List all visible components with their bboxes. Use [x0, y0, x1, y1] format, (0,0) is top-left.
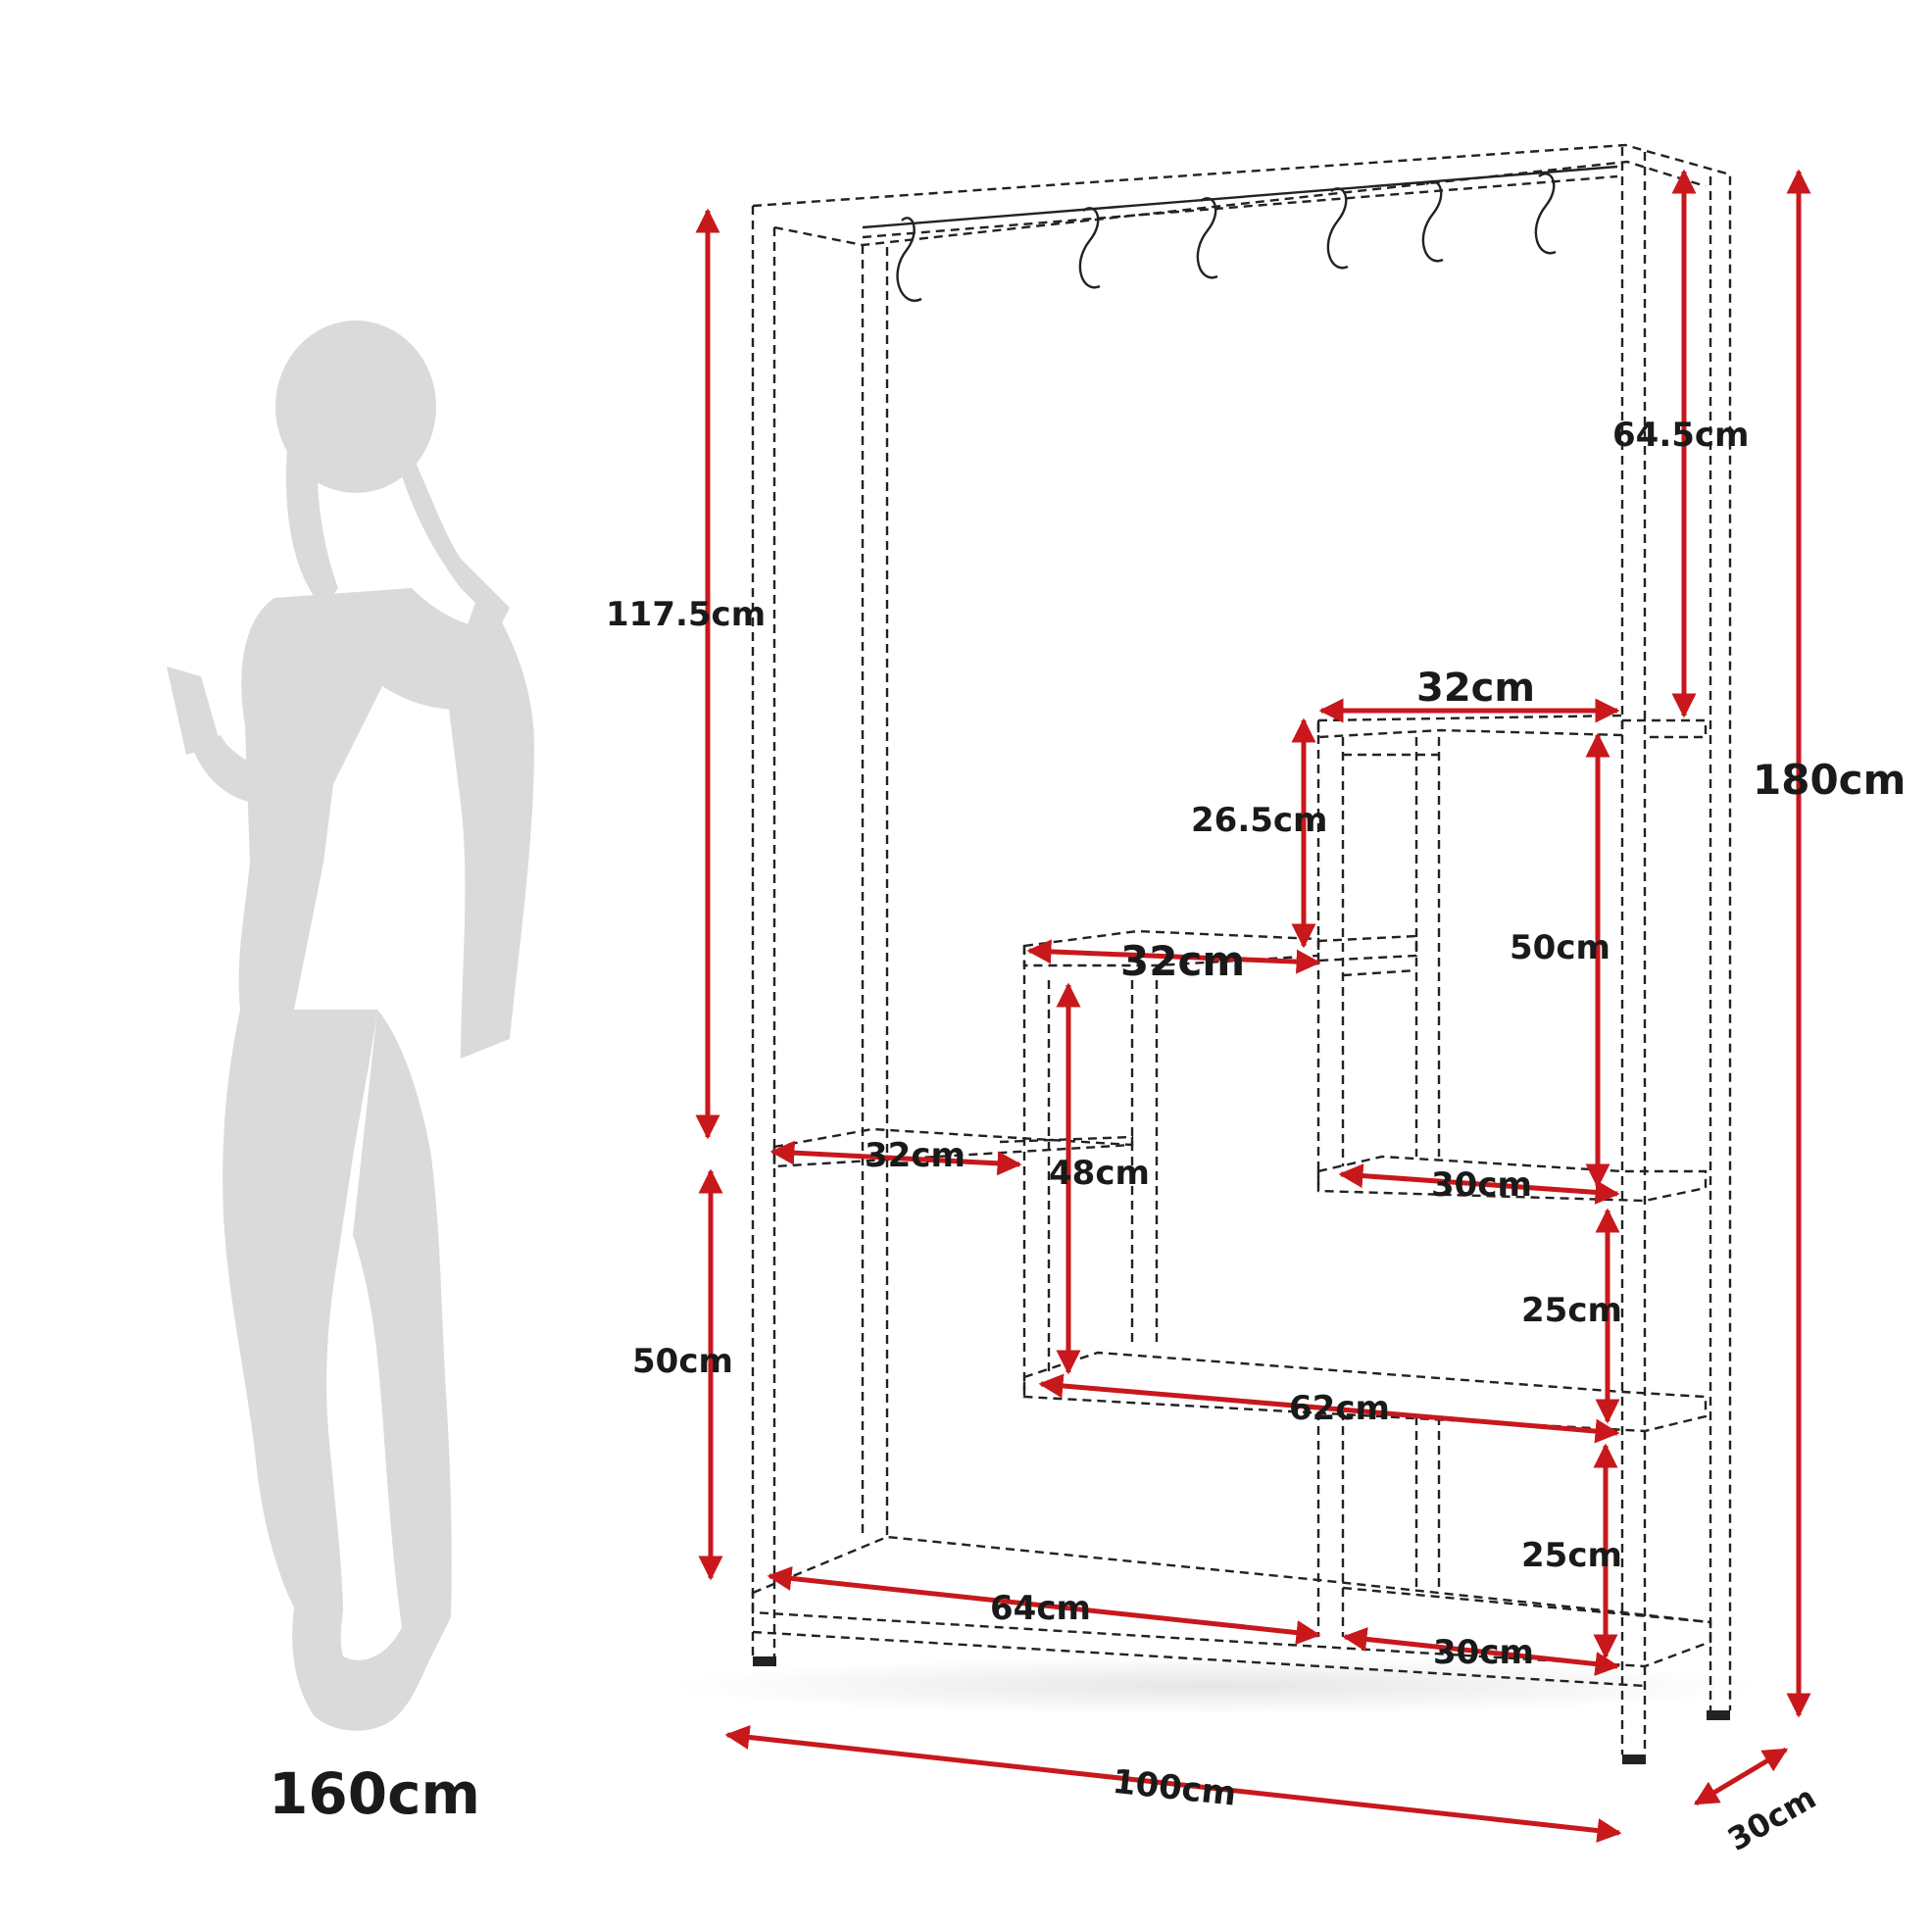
arrow-mid-shelf-width [1026, 939, 1321, 974]
dimension-arrows [695, 169, 1811, 1843]
label-middle-section-height: 48cm [1049, 1154, 1150, 1193]
person-silhouette [167, 321, 534, 1731]
arrow-overall-depth [1693, 1747, 1789, 1806]
label-overall-depth: 30cm [1721, 1779, 1822, 1858]
label-right-lower-height-1: 25cm [1521, 1291, 1622, 1330]
s-hook-icon [1196, 197, 1218, 279]
arrow-bottom-right-width [1342, 1626, 1620, 1677]
label-right-shelf-width: 30cm [1431, 1165, 1532, 1205]
s-hook-icon [1078, 207, 1101, 289]
arrow-right-shelf-width [1338, 1163, 1620, 1205]
label-step-height: 26.5cm [1191, 801, 1327, 840]
shelf-foot [1707, 1710, 1730, 1720]
label-left-shelf-width: 32cm [865, 1136, 966, 1175]
label-lower-left-height: 50cm [632, 1342, 733, 1381]
arrow-overall-width [724, 1725, 1622, 1843]
label-upper-right-section-height: 50cm [1510, 928, 1610, 967]
label-overall-height: 180cm [1753, 756, 1906, 804]
arrow-long-shelf-width [1038, 1373, 1620, 1444]
shelf-foot [1622, 1755, 1646, 1764]
label-right-lower-height-2: 25cm [1521, 1536, 1622, 1575]
s-hook-icon [896, 217, 922, 302]
label-bottom-right-width: 30cm [1433, 1633, 1534, 1672]
arrow-left-shelf-width [769, 1140, 1022, 1176]
label-right-upper-height: 64.5cm [1612, 416, 1749, 455]
s-hook-icon [1326, 187, 1349, 270]
shelf-foot [753, 1656, 776, 1666]
s-hook-icon [1534, 173, 1557, 255]
label-bottom-left-width: 64cm [990, 1589, 1091, 1628]
s-hook-icon [1421, 180, 1444, 263]
hooks [896, 173, 1557, 302]
arrow-bottom-left-width [767, 1565, 1321, 1646]
label-overall-width: 100cm [1111, 1762, 1238, 1814]
dimension-labels: 117.5cm 50cm 64.5cm 180cm 32cm 26.5cm 50… [606, 416, 1906, 1858]
label-mid-shelf-width: 32cm [1120, 937, 1245, 985]
label-hanging-height: 117.5cm [606, 595, 766, 634]
person-height-label: 160cm [269, 1760, 480, 1827]
label-long-shelf-width: 62cm [1289, 1389, 1390, 1428]
label-top-shelf-width: 32cm [1416, 666, 1535, 711]
